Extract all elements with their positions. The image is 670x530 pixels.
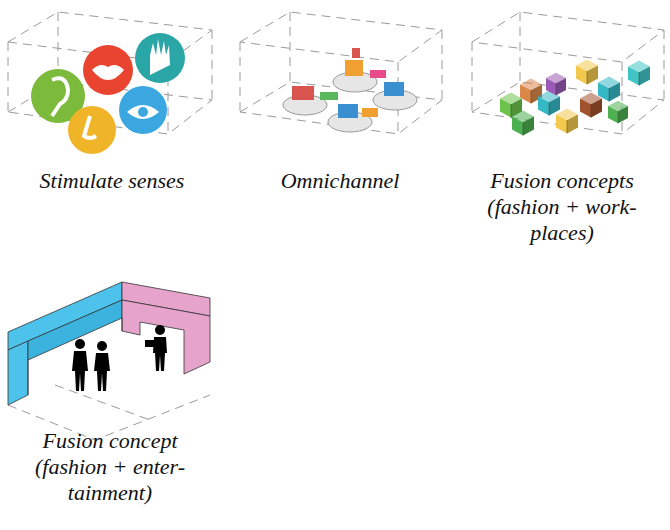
cube-cluster — [500, 60, 650, 136]
caption: Fusion concepts (fashion + work-places) — [475, 168, 650, 246]
caption: Stimulate senses — [7, 168, 217, 194]
caption: Fusion concept (fashion + enter-tainment… — [23, 428, 198, 506]
channel-platforms — [283, 48, 417, 132]
people-silhouettes — [72, 325, 167, 391]
caption: Omnichannel — [240, 168, 440, 194]
room — [8, 282, 210, 405]
sense-icons — [31, 33, 185, 154]
dashed-boxes — [8, 12, 664, 440]
